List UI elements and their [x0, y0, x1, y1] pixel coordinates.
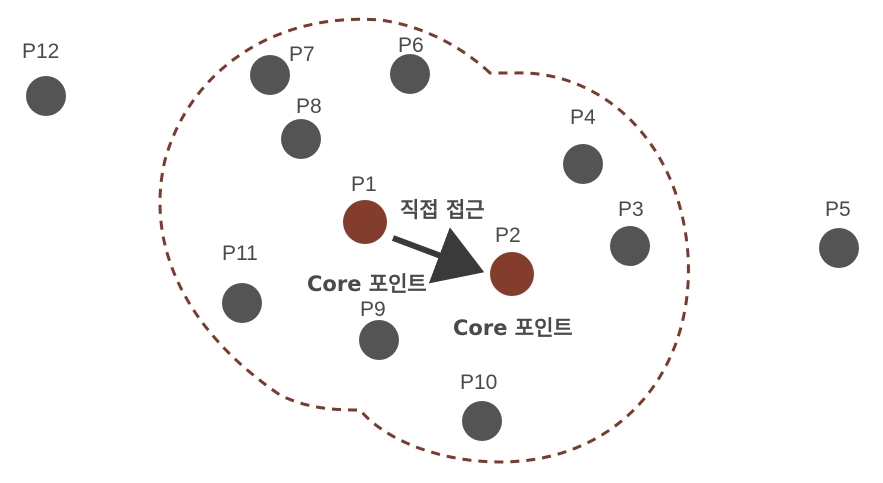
label-p9: P9 — [360, 298, 386, 321]
cluster-boundary — [158, 17, 690, 464]
label-p12: P12 — [22, 40, 59, 63]
label-p11: P11 — [222, 242, 258, 265]
label-p7: P7 — [289, 43, 315, 66]
label-p6: P6 — [398, 34, 424, 57]
point-p6 — [390, 54, 430, 94]
label-p2: P2 — [495, 224, 521, 247]
direct-access-arrow — [391, 227, 485, 284]
point-p10 — [462, 401, 502, 441]
point-p12 — [26, 76, 66, 116]
point-p3 — [610, 226, 650, 266]
core-point-label-p2: Core 포인트 — [453, 316, 573, 340]
point-p8 — [281, 119, 321, 159]
point-p2 — [490, 252, 534, 296]
label-p3: P3 — [618, 198, 644, 221]
label-p4: P4 — [570, 106, 596, 129]
label-p5: P5 — [825, 198, 851, 221]
core-point-label-p1: Core 포인트 — [307, 272, 427, 296]
label-p8: P8 — [296, 95, 322, 118]
point-p4 — [563, 144, 603, 184]
point-p11 — [222, 283, 262, 323]
point-p1 — [343, 200, 387, 244]
point-p5 — [819, 228, 859, 268]
point-p7 — [250, 55, 290, 95]
direct-access-label: 직접 접근 — [400, 198, 485, 222]
label-p10: P10 — [460, 371, 497, 394]
point-p9 — [359, 320, 399, 360]
label-p1: P1 — [351, 173, 377, 196]
